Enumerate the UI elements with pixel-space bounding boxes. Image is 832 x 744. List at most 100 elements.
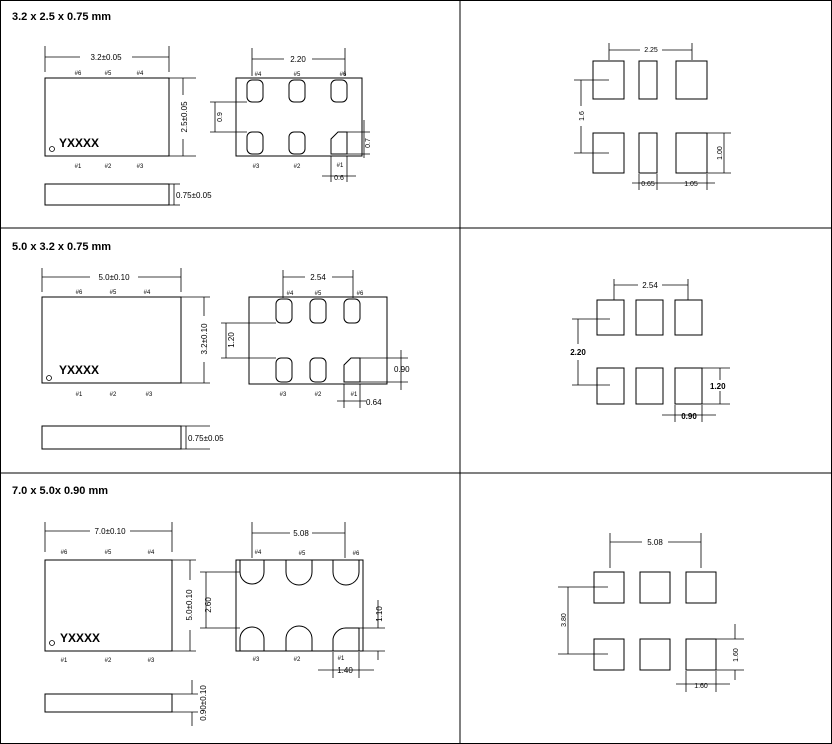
pad-gap-dimension: 1.20 — [227, 332, 236, 348]
pin-label: #3 — [148, 658, 155, 664]
marking-text: YXXXX — [60, 631, 100, 645]
package-side — [44, 183, 170, 206]
length-dimension: 3.2±0.05 — [90, 53, 122, 62]
package-bottom — [235, 77, 363, 157]
top-view: 7.0±0.10 #6 #5 #4 YXXXX #1 #2 #3 5.0±0.1… — [44, 522, 196, 664]
pin-label: #1 — [75, 164, 82, 170]
pin-label: #5 — [299, 551, 306, 557]
pad-pitch-dimension: 5.08 — [293, 529, 309, 538]
pin-label: #5 — [105, 71, 112, 77]
land-pad — [639, 571, 671, 604]
land-pad — [674, 367, 703, 405]
pad-gap-dimension: 0.9 — [217, 112, 224, 122]
land-length-dimension: 1.60 — [733, 648, 740, 662]
pin-label: #2 — [110, 392, 117, 398]
pin-label: #1 — [337, 163, 344, 169]
land-length-dimension: 1.20 — [710, 382, 726, 391]
pin-label: #3 — [146, 392, 153, 398]
land-span-dimension: 3.80 — [561, 613, 568, 627]
pin-label: #5 — [315, 291, 322, 297]
land-width-dimension: 0.65 — [641, 181, 655, 188]
package-side — [44, 693, 173, 713]
land-pad — [685, 571, 717, 604]
pin1-dot — [46, 375, 52, 381]
pad — [246, 131, 264, 155]
pin-label: #6 — [357, 291, 364, 297]
pin-label: #4 — [148, 550, 155, 556]
land-pad — [638, 60, 658, 100]
section-title: 5.0 x 3.2 x 0.75 mm — [12, 241, 111, 253]
package-body — [41, 296, 182, 384]
pad-pitch-dimension: 2.20 — [290, 55, 306, 64]
package-side — [41, 425, 182, 450]
land-pad — [685, 638, 717, 671]
land-pitch-dimension: 5.08 — [647, 538, 663, 547]
land-span-dimension: 1.6 — [579, 111, 586, 121]
pin-label: #5 — [294, 72, 301, 78]
pad-gap-dimension: 2.60 — [204, 597, 213, 613]
land-width-dimension: 1.60 — [694, 683, 708, 690]
pin-label: #1 — [351, 392, 358, 398]
land-pad — [635, 367, 664, 405]
bottom-view: 5.08 #4 #5 #6 #3 #2 #1 2.60 1.10 — [200, 522, 385, 678]
side-view: 0.75±0.05 — [44, 183, 212, 206]
pad — [275, 298, 293, 324]
top-view: 5.0±0.10 #6 #5 #4 YXXXX #1 #2 #3 3.2±0.1… — [41, 268, 210, 398]
land-pad — [596, 367, 625, 405]
pin-label: #6 — [353, 551, 360, 557]
land-gap-dimension: 1.05 — [684, 181, 698, 188]
height-dimension: 0.75±0.05 — [176, 191, 212, 200]
pad-length-dimension: 0.90 — [394, 365, 410, 374]
marking-text: YXXXX — [59, 136, 99, 150]
land-pad — [674, 299, 703, 336]
pad-width-dimension: 0.6 — [334, 175, 344, 182]
bottom-view: 2.20 #4 #5 #6 #3 #2 #1 0.9 0.7 0.6 — [210, 48, 372, 182]
pin-label: #2 — [315, 392, 322, 398]
land-pad — [596, 299, 625, 336]
pin1-pad — [332, 627, 360, 652]
pad — [309, 298, 327, 324]
pin1-dot — [49, 146, 55, 152]
pin-label: #6 — [340, 72, 347, 78]
pad — [275, 357, 293, 383]
pad — [343, 298, 361, 324]
pin-label: #3 — [253, 657, 260, 663]
land-pad — [593, 571, 625, 604]
pin-label: #2 — [105, 164, 112, 170]
length-dimension: 5.0±0.10 — [98, 273, 130, 282]
package-body — [44, 77, 170, 157]
land-pad — [635, 299, 664, 336]
pin1-dot — [49, 640, 55, 646]
pad-length-dimension: 1.10 — [375, 606, 384, 622]
pad — [288, 79, 306, 103]
land-pad — [639, 638, 671, 671]
pin-label: #3 — [280, 392, 287, 398]
pin1-pad — [330, 131, 348, 155]
pin-label: #6 — [61, 550, 68, 556]
package-bottom — [248, 296, 388, 385]
width-dimension: 2.5±0.05 — [180, 101, 189, 133]
height-dimension: 0.90±0.10 — [199, 685, 208, 721]
pin-label: #2 — [105, 658, 112, 664]
height-dimension: 0.75±0.05 — [188, 434, 224, 443]
width-dimension: 3.2±0.10 — [200, 323, 209, 355]
land-span-dimension: 2.20 — [570, 348, 586, 357]
length-dimension: 7.0±0.10 — [94, 527, 126, 536]
pin-label: #4 — [144, 290, 151, 296]
pad — [332, 559, 360, 586]
section-title: 7.0 x 5.0x 0.90 mm — [12, 485, 108, 497]
land-length-dimension: 1.00 — [717, 146, 724, 160]
pin-label: #5 — [110, 290, 117, 296]
pad — [309, 357, 327, 383]
side-view: 0.75±0.05 — [41, 425, 224, 450]
pin-label: #2 — [294, 657, 301, 663]
pin-label: #6 — [76, 290, 83, 296]
pin-label: #6 — [75, 71, 82, 77]
land-pad — [593, 638, 625, 671]
pin-label: #1 — [338, 656, 345, 662]
pin-label: #1 — [76, 392, 83, 398]
pad — [285, 559, 313, 586]
section-7050: 7.0 x 5.0x 0.90 mm 7.0±0.10 #6 #5 #4 YXX… — [12, 485, 744, 726]
